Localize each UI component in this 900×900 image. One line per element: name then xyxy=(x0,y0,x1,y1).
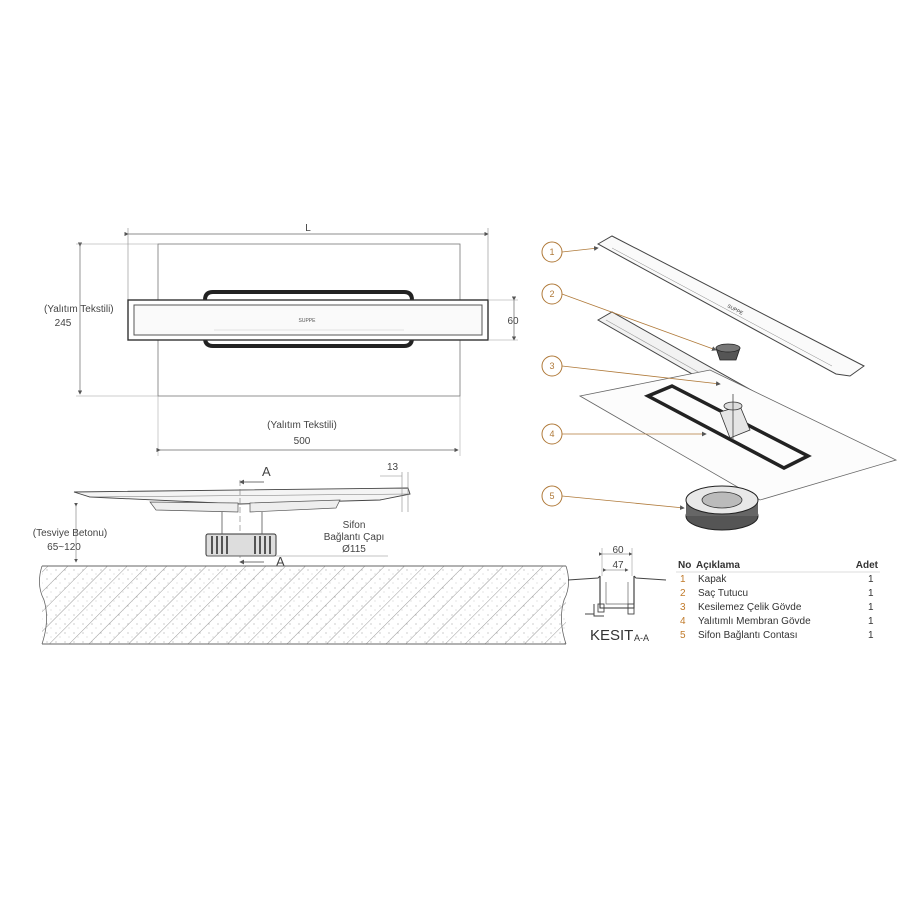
length-label: L xyxy=(305,223,311,234)
section-dim-outer: 60 xyxy=(612,545,624,556)
parts-row-quantity: 1 xyxy=(868,630,874,641)
callout-2-number: 2 xyxy=(549,289,554,299)
plan-view: L (Yalıtım Tekstili) 245 SUPPE 60 (Yalıt… xyxy=(44,223,519,456)
parts-row-number: 4 xyxy=(680,616,686,627)
siphon-label-1: Sifon xyxy=(343,520,366,531)
callout-5-number: 5 xyxy=(549,491,554,501)
section-title: KESIT xyxy=(590,627,633,644)
callout-2: 2 xyxy=(541,283,717,351)
parts-table-row: 4 Yalıtımlı Membran Gövde 1 xyxy=(680,616,874,627)
leveling-label: (Tesviye Betonu) xyxy=(33,528,107,539)
bottom-dim-label: (Yalıtım Tekstili) xyxy=(267,420,337,431)
callout-3: 3 xyxy=(541,355,721,386)
parts-row-quantity: 1 xyxy=(868,616,874,627)
siphon-label-2: Bağlantı Çapı xyxy=(324,532,385,543)
section-dim-inner: 47 xyxy=(612,560,624,571)
bottom-dim-value: 500 xyxy=(294,436,311,447)
right-dim-value: 60 xyxy=(507,316,519,327)
siphon-value: Ø115 xyxy=(342,544,366,555)
parts-table-col-no: No xyxy=(678,560,691,571)
exploded-view: SUPPE 1 2 3 xyxy=(541,235,898,531)
parts-row-number: 2 xyxy=(680,588,686,599)
parts-row-quantity: 1 xyxy=(868,574,874,585)
parts-row-quantity: 1 xyxy=(868,588,874,599)
parts-row-description: Sifon Bağlantı Contası xyxy=(698,630,798,641)
parts-row-number: 3 xyxy=(680,602,686,613)
parts-table-col-qty: Adet xyxy=(856,560,879,571)
parts-table-col-desc: Açıklama xyxy=(696,560,740,571)
parts-row-quantity: 1 xyxy=(868,602,874,613)
section-marker-top: A xyxy=(262,464,271,479)
parts-table-row: 2 Saç Tutucu 1 xyxy=(680,588,874,599)
exploded-cover xyxy=(596,235,865,377)
left-dim-label: (Yalıtım Tekstili) xyxy=(44,304,114,315)
parts-row-description: Saç Tutucu xyxy=(698,588,748,599)
side-view: A A 13 Sifon Bağlantı Çapı Ø115 (Tesviye… xyxy=(33,462,569,645)
callout-5: 5 xyxy=(541,485,685,510)
parts-row-description: Kapak xyxy=(698,574,727,585)
callout-3-number: 3 xyxy=(549,361,554,371)
section-subtitle: A-A xyxy=(634,633,649,643)
exploded-membrane-body xyxy=(643,384,812,470)
leveling-value: 65~120 xyxy=(47,542,81,553)
callout-1-number: 1 xyxy=(549,247,554,257)
parts-row-number: 5 xyxy=(680,630,686,641)
channel-logo: SUPPE xyxy=(299,318,317,324)
parts-table-row: 1 Kapak 1 xyxy=(680,574,874,585)
side-drain-plate xyxy=(73,487,411,505)
callout-1: 1 xyxy=(541,241,599,263)
callout-4-number: 4 xyxy=(549,429,554,439)
parts-table: No Açıklama Adet 1 Kapak 1 2 Saç Tutucu … xyxy=(676,560,880,641)
parts-table-row: 3 Kesilemez Çelik Gövde 1 xyxy=(680,602,874,613)
parts-row-description: Yalıtımlı Membran Gövde xyxy=(698,616,811,627)
parts-row-number: 1 xyxy=(680,574,686,585)
parts-table-row: 5 Sifon Bağlantı Contası 1 xyxy=(680,630,874,641)
parts-row-description: Kesilemez Çelik Gövde xyxy=(698,602,802,613)
callout-4: 4 xyxy=(541,423,707,445)
section-view: 60 47 KESIT A-A xyxy=(567,545,667,644)
top-dim-value: 13 xyxy=(387,462,399,473)
left-dim-value: 245 xyxy=(55,318,72,329)
section-marker-bottom: A xyxy=(276,554,285,569)
